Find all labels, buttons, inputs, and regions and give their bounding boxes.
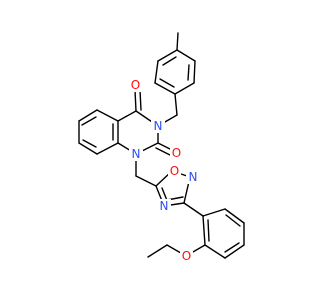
bond xyxy=(187,64,190,81)
bond xyxy=(225,214,241,227)
oxygen-atom-label: O xyxy=(172,146,181,160)
bond xyxy=(82,139,97,148)
bond xyxy=(117,110,137,122)
bond xyxy=(96,109,119,122)
bond xyxy=(159,78,175,88)
bond xyxy=(134,89,137,112)
bond xyxy=(78,109,98,122)
oxygen-atom-label: O xyxy=(131,78,140,92)
nitrogen-atom-label: N xyxy=(154,119,163,133)
bond xyxy=(96,142,119,155)
bond xyxy=(135,175,157,187)
bond xyxy=(202,208,226,217)
bond xyxy=(147,244,168,258)
bond xyxy=(224,244,245,259)
nitrogen-atom-label: N xyxy=(160,199,169,213)
bond xyxy=(176,49,196,62)
bond xyxy=(183,202,204,217)
atom-label-layer: O N O N O N N O xyxy=(129,78,200,263)
oxygen-atom-label: O xyxy=(182,249,191,263)
bond xyxy=(139,89,142,111)
nitrogen-atom-label: N xyxy=(189,170,198,184)
bond xyxy=(204,244,226,259)
nitrogen-atom-label: N xyxy=(132,147,141,161)
bond xyxy=(193,60,196,84)
bond xyxy=(154,60,159,84)
bond xyxy=(154,82,176,95)
bond xyxy=(176,32,179,51)
bond xyxy=(207,219,210,242)
bond xyxy=(202,215,206,246)
molecule-structure: O N O N O N N O xyxy=(78,32,245,263)
bond xyxy=(157,49,178,62)
bond xyxy=(157,142,173,151)
bond xyxy=(174,93,178,116)
oxygen-atom-label: O xyxy=(170,164,179,178)
bond xyxy=(155,147,171,156)
bond xyxy=(224,242,240,253)
bond xyxy=(78,142,98,155)
bond-layer xyxy=(78,32,245,259)
bond xyxy=(224,208,245,224)
bond xyxy=(81,116,97,126)
bond xyxy=(162,56,177,66)
bond xyxy=(174,82,195,95)
molecule-canvas: O N O N O N N O xyxy=(78,32,245,263)
